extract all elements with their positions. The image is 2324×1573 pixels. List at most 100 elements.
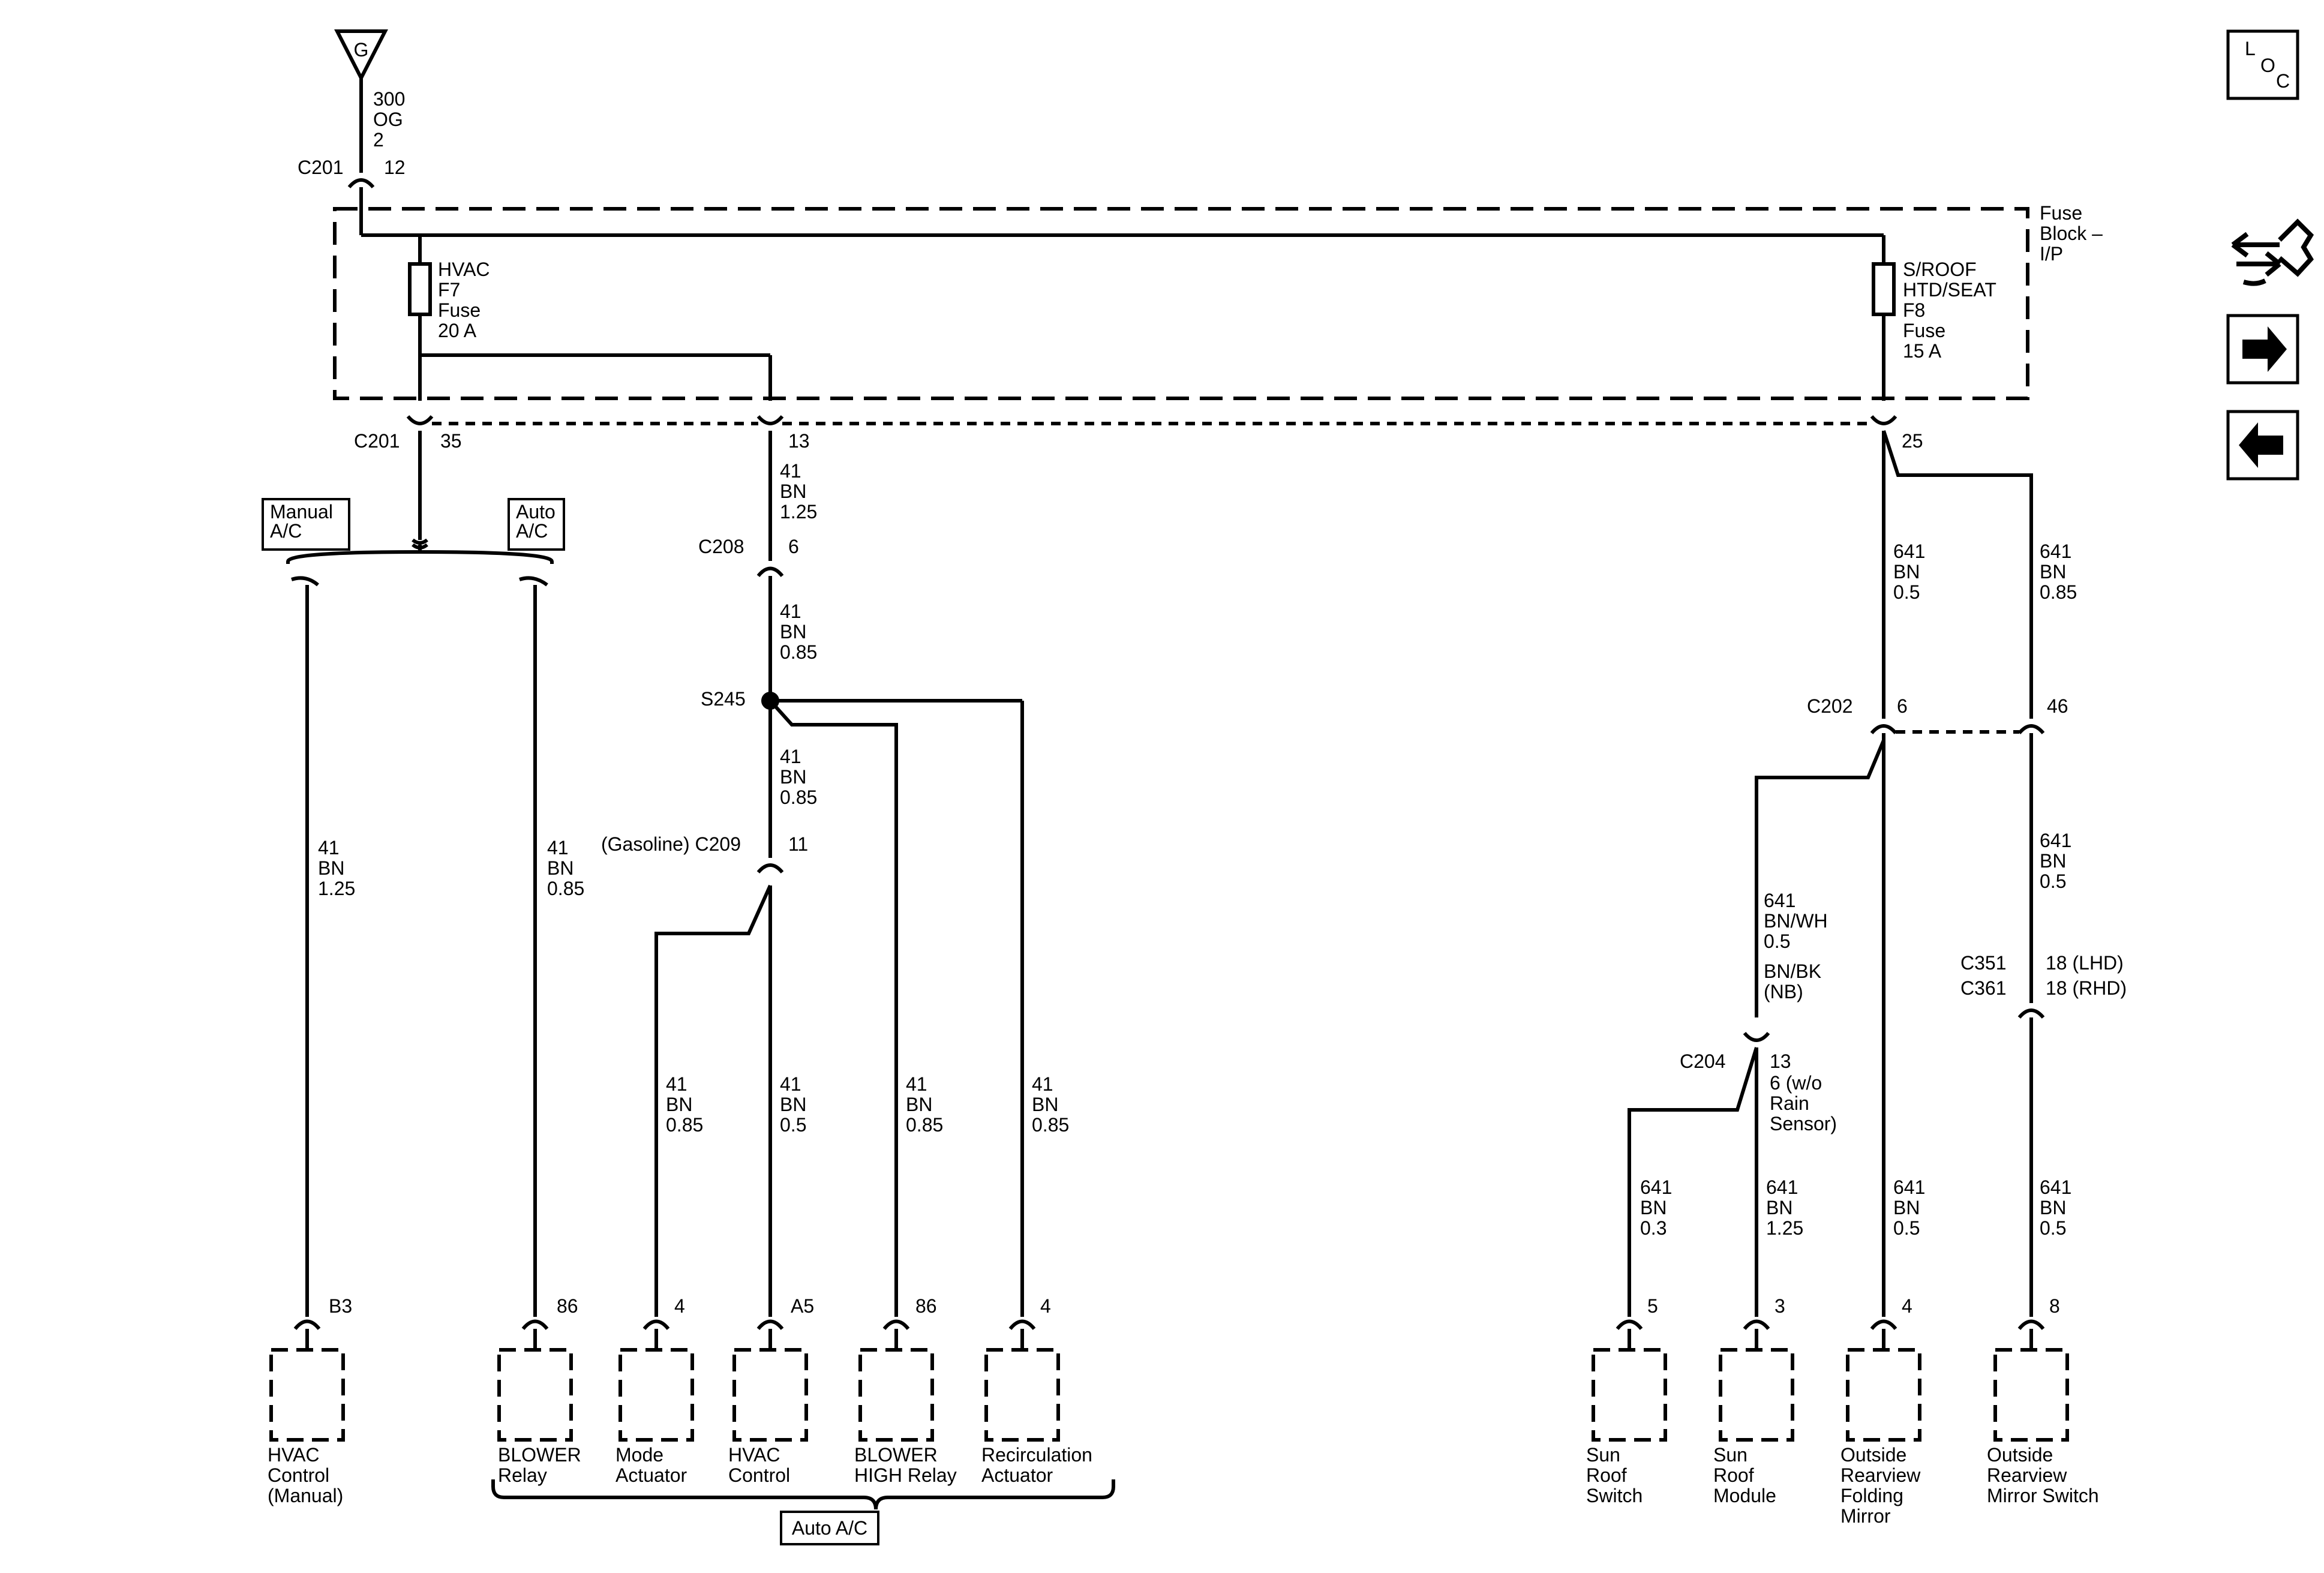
component-sun-roof-module: [1719, 1319, 1794, 1442]
fuse-block-label-2: Block –: [2040, 223, 2103, 244]
wire-folding-line1: 641: [1893, 1176, 1925, 1198]
name-blower-relay-2: Relay: [498, 1464, 547, 1486]
c202-pin6: 6: [1897, 695, 1908, 717]
connector-view-icon[interactable]: [2231, 218, 2314, 286]
name-sun-module-3: Module: [1713, 1485, 1776, 1506]
fuse-f8-line5: 15 A: [1903, 340, 1942, 362]
name-hvac-manual-2: Control: [268, 1464, 329, 1486]
wire-641-right-line3: 0.85: [2040, 581, 2077, 603]
wire-641-left-line3: 0.5: [1893, 581, 1920, 603]
loc-letter-c: C: [2276, 70, 2290, 92]
c201-35-pin: 35: [440, 430, 462, 452]
name-folding-4: Mirror: [1840, 1505, 1891, 1527]
auto-ac-bottom-box: [780, 1511, 879, 1545]
name-mirror-switch-2: Rearview: [1987, 1464, 2067, 1486]
c204-note-line2: Rain: [1770, 1092, 1809, 1114]
wire-mirrorswitch-line2: BN: [2040, 1197, 2066, 1218]
next-page-button[interactable]: [2226, 314, 2299, 385]
wire-641-c204-line1: 641: [1764, 890, 1795, 911]
wire-blowerhigh-line1: 41: [906, 1073, 927, 1095]
component-outside-rearview-folding-mirror: [1846, 1319, 1921, 1442]
c201-top-name: C201: [298, 157, 344, 178]
name-recirc-2: Actuator: [981, 1464, 1053, 1486]
component-mode-actuator: [618, 1319, 694, 1442]
fuse-f8: [1872, 262, 1896, 316]
component-recirculation-actuator: [984, 1319, 1060, 1442]
c208-pin: 6: [788, 536, 799, 557]
ground-wire-line1: 300: [373, 88, 405, 110]
wire-c201-13-line3: 1.25: [780, 501, 817, 523]
wire-hvac-line1: 41: [780, 1073, 801, 1095]
component-hvac-control: [732, 1319, 808, 1442]
auto-ac-line1: Auto: [516, 501, 556, 523]
pin-mirror-switch: 8: [2049, 1295, 2060, 1317]
wire-641-right-line2: BN: [2040, 561, 2066, 583]
c361-name: C361: [1960, 977, 2007, 999]
wire-mode-line3: 0.85: [666, 1114, 703, 1136]
wire-641-c204-line2: BN/WH: [1764, 910, 1828, 932]
wire-641-left-line1: 641: [1893, 541, 1925, 562]
component-outside-rearview-mirror-switch: [1993, 1319, 2069, 1442]
pin-hvac-manual: B3: [329, 1295, 352, 1317]
fuse-f7-line1: HVAC: [438, 259, 490, 280]
name-mirror-switch-1: Outside: [1987, 1444, 2053, 1466]
fuse-f7: [408, 262, 432, 316]
wire-hvac-line3: 0.5: [780, 1114, 806, 1136]
c201-25-pin: 25: [1902, 430, 1923, 452]
wire-folding-line3: 0.5: [1893, 1217, 1920, 1239]
wire-sunmodule-line2: BN: [1766, 1197, 1792, 1218]
c208-name: C208: [698, 536, 744, 557]
auto-ac-box: [508, 498, 565, 551]
name-hvac-control-1: HVAC: [728, 1444, 780, 1466]
c204-name: C204: [1680, 1050, 1726, 1072]
previous-page-button[interactable]: [2226, 410, 2299, 481]
wire-s245-line1: 41: [780, 746, 801, 767]
wire-641-right-line1: 641: [2040, 541, 2071, 562]
name-mirror-switch-3: Mirror Switch: [1987, 1485, 2099, 1506]
wire-s245-line2: BN: [780, 766, 806, 788]
name-blower-high-2: HIGH Relay: [854, 1464, 957, 1486]
pin-sun-roof-switch: 5: [1647, 1295, 1658, 1317]
fuse-f8-line3: F8: [1903, 299, 1925, 321]
fuse-f7-line2: F7: [438, 279, 460, 301]
manual-ac-line1: Manual: [270, 501, 333, 523]
wire-manual-line1: 41: [318, 837, 340, 858]
fuse-f8-line1: S/ROOF: [1903, 259, 1977, 280]
name-folding-1: Outside: [1840, 1444, 1906, 1466]
pin-recirc-actuator: 4: [1040, 1295, 1051, 1317]
wire-mode-line1: 41: [666, 1073, 687, 1095]
name-mode-actuator-2: Actuator: [615, 1464, 687, 1486]
auto-ac-bottom-label: Auto A/C: [792, 1517, 867, 1539]
loc-button[interactable]: L O C: [2226, 29, 2299, 100]
name-hvac-control-2: Control: [728, 1464, 790, 1486]
name-folding-2: Rearview: [1840, 1464, 1921, 1486]
wire-mirrorswitch-line1: 641: [2040, 1176, 2071, 1198]
wire-hvac-line2: BN: [780, 1094, 806, 1115]
wire-mirrorswitch-line3: 0.5: [2040, 1217, 2066, 1239]
wire-641-c204-line3: 0.5: [1764, 930, 1790, 952]
c209-pin: 11: [788, 833, 808, 855]
name-blower-relay-1: BLOWER: [498, 1444, 581, 1466]
pin-hvac-control: A5: [791, 1295, 814, 1317]
wire-sunmodule-line1: 641: [1766, 1176, 1798, 1198]
c204-note-line3: Sensor): [1770, 1113, 1837, 1134]
c202-pin46: 46: [2047, 695, 2068, 717]
wire-recirc-line3: 0.85: [1032, 1114, 1069, 1136]
c351-pin: 18 (LHD): [2046, 952, 2124, 974]
wire-c201-13-line2: BN: [780, 481, 806, 502]
fuse-f8-line2: HTD/SEAT: [1903, 279, 1996, 301]
wire-sunswitch-line3: 0.3: [1640, 1217, 1667, 1239]
name-sun-module-1: Sun: [1713, 1444, 1747, 1466]
wire-auto-line3: 0.85: [547, 878, 584, 899]
wire-641-c204b-line1: BN/BK: [1764, 960, 1821, 982]
fuse-f8-line4: Fuse: [1903, 320, 1945, 341]
fuse-f7-line4: 20 A: [438, 320, 477, 341]
pin-blower-relay: 86: [557, 1295, 578, 1317]
wire-641-left-line2: BN: [1893, 561, 1920, 583]
fuse-f7-line3: Fuse: [438, 299, 481, 321]
loc-letter-o: O: [2260, 55, 2275, 76]
component-hvac-control-manual: [269, 1319, 345, 1442]
component-blower-high-relay: [858, 1319, 934, 1442]
wire-c208-line1: 41: [780, 601, 801, 622]
fuse-block-outline: [333, 207, 2029, 400]
